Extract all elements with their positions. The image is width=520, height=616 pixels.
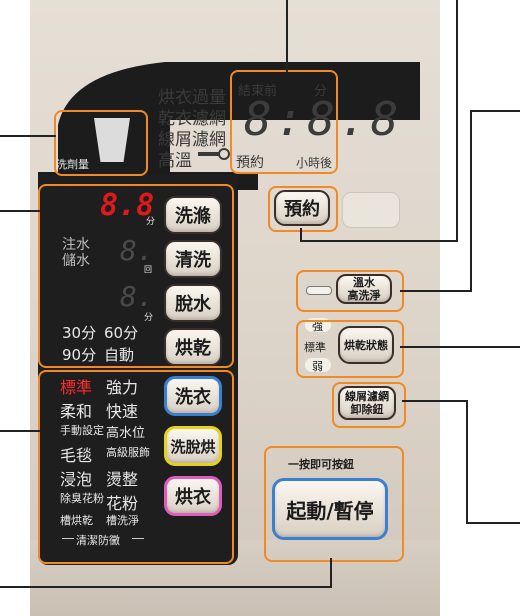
course-gentle: 柔和 [60,402,93,421]
leader-lint-h [402,400,468,402]
wash-dry-mode-button[interactable]: 洗脫烘 [164,426,222,466]
course-iron: 燙整 [106,470,139,489]
spin-button[interactable]: 脫水 [164,284,222,322]
dry-option-30: 30分 [62,324,97,342]
leader-warm-v [470,110,472,292]
finish-label: 結束前 [238,84,278,99]
dry-option-90: 90分 [62,346,97,364]
dry-option-auto: 自動 [104,346,135,364]
course-high-water: 高水位 [106,426,146,441]
detergent-cup-icon [94,118,130,162]
leader-warm-top [470,110,520,112]
rinse-button[interactable]: 清洗 [164,240,222,278]
course-tub-dry: 槽烘乾 [60,514,93,527]
course-deodorize: 除臭花粉 [60,492,104,505]
leader-process [0,210,40,212]
leader-start-v [330,558,332,586]
warm-water-led [306,286,332,295]
wash-button[interactable]: 洗滌 [164,196,222,234]
spin-minute-unit: 分 [144,313,154,323]
time-display: 8:8.8 [244,92,403,146]
dry-weak-label: 弱 [312,360,323,373]
footer-line-right [132,538,144,539]
course-quick: 快速 [106,402,139,421]
water-inject-label: 注水 [62,237,90,253]
highlight-detergent [54,110,148,176]
leader-reserve-v [300,228,302,240]
highlight-warm-water [296,270,404,312]
highlight-reserve [268,186,338,232]
highlight-start [264,446,404,562]
highlight-lint-filter [332,382,406,428]
times-unit: 回 [144,265,152,274]
minute-label: 分 [314,84,328,99]
dry-strong-label: 強 [312,320,323,333]
lint-filter-release-button[interactable]: 線屑濾網 卸除鈕 [338,386,396,420]
dry-option-60: 60分 [104,324,139,342]
start-pause-button[interactable]: 起動/暫停 [272,478,388,540]
leader-dry-state [400,346,520,348]
one-touch-caption: 一按即可按鈕 [288,458,354,471]
warm-water-line2: 高洗淨 [347,289,381,302]
dry-state-button[interactable]: 烘乾狀態 [338,326,394,364]
spin-digit: 8. [120,280,154,313]
minute-unit: 分 [146,217,156,227]
key-icon [198,152,220,156]
leader-detergent [0,135,56,137]
dry-mode-button[interactable]: 烘衣 [164,476,222,516]
lint-filter-line2: 卸除鈕 [350,403,384,416]
warm-water-line1: 溫水 [353,276,375,289]
highlight-time-display [230,70,338,174]
leader-lint-v [466,400,468,524]
course-pollen: 花粉 [106,494,139,513]
rinse-count-digit: 8. [120,234,154,267]
footer-line-left [62,538,74,539]
indicator-over-dry: 烘衣過量 [158,88,226,108]
wash-mode-button[interactable]: 洗衣 [164,376,222,416]
unlabeled-button[interactable] [342,192,400,228]
course-delicate: 高級服飾 [106,446,150,459]
course-standard: 標準 [60,378,93,397]
indicator-lint-filter: 線屑濾網 [158,130,226,150]
leader-course [0,430,40,432]
leader-reserve-h [300,240,456,242]
indicator-dryer-filter: 乾衣濾網 [158,109,226,129]
detergent-label: 洗劑量 [56,158,89,171]
water-store-label: 儲水 [62,253,90,269]
leader-time-display [286,0,288,72]
hours-later-indicator: 小時後 [296,156,333,170]
indicator-high-temp: 高溫 [158,151,192,171]
weak-led [305,358,331,372]
highlight-process-group [38,184,234,368]
time-digits: 8.8 [100,188,155,223]
reserve-button[interactable]: 預約 [274,190,330,226]
course-manual: 手動設定 [60,424,104,437]
dry-standard-label: 標準 [304,341,326,354]
mold-prevention-label: 清潔防黴 [76,534,120,547]
course-strong: 強力 [106,378,139,397]
dry-time-button[interactable]: 烘乾 [164,328,222,366]
highlight-dry-state [296,320,404,378]
leader-warm-h [400,290,470,292]
key-icon-ring [218,148,230,160]
leader-lint-bottom [466,522,520,524]
warm-water-button[interactable]: 溫水 高洗淨 [336,274,392,304]
course-tub-clean: 槽洗淨 [106,514,139,527]
lint-filter-line1: 線屑濾網 [345,390,389,403]
leader-reserve-up [456,0,458,242]
course-blanket: 毛毯 [60,446,93,465]
highlight-course-group [38,370,234,564]
course-soak: 浸泡 [60,470,93,489]
reserve-indicator: 預約 [236,155,264,171]
leader-start-h [0,586,332,588]
